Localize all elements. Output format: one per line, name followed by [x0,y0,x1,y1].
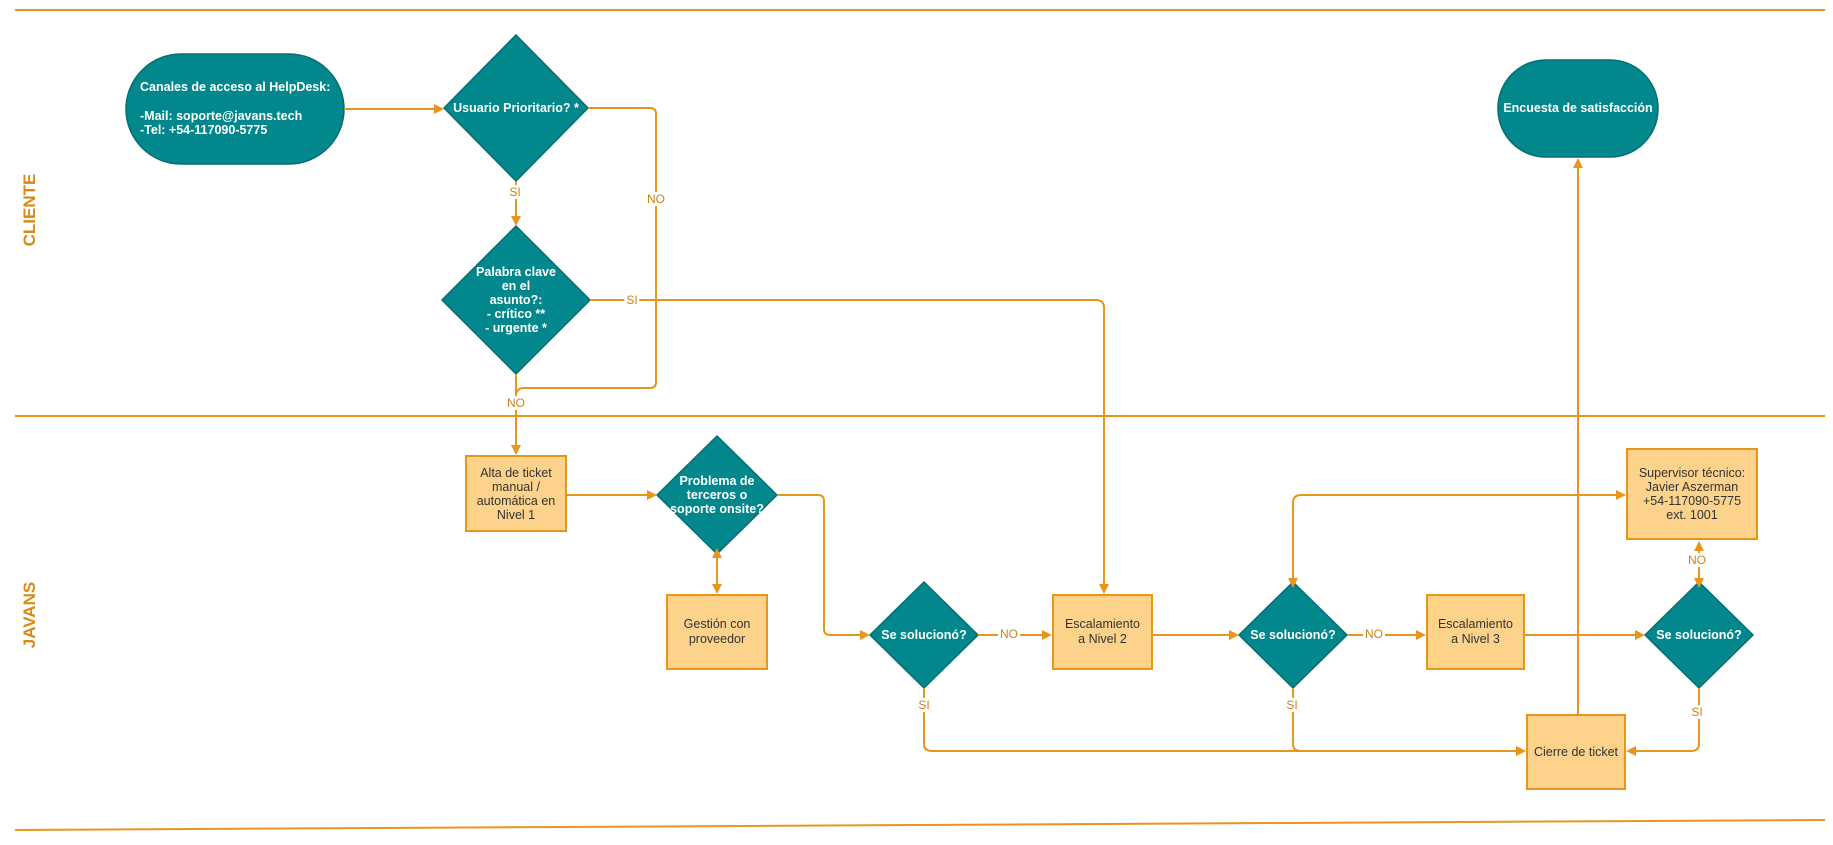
canales-tel: -Tel: +54-117090-5775 [140,123,268,138]
edge-sol3-si [1626,688,1700,756]
node-gestion-proveedor: Gestión con proveedor [666,594,768,670]
node-alta-ticket: Alta de ticket manual / automática en Ni… [465,455,567,532]
edge-problema-to-sol1 [777,494,870,640]
edge-label-no-sol1: NO [998,627,1020,641]
lane-bottom-line [14,819,1826,831]
canales-title: Canales de acceso al HelpDesk: [140,80,331,95]
node-supervisor: Supervisor técnico: Javier Aszerman +54-… [1626,448,1758,540]
edge-label-si-palabra: SI [624,293,640,307]
edge-label-no-palabra: NO [505,396,527,410]
node-cierre: Cierre de ticket [1526,714,1626,790]
edge-sol2-to-supervisor [1288,490,1626,588]
node-se-soluciono-1: Se solucionó? [881,627,967,642]
edge-sol1-si [923,688,1526,756]
node-se-soluciono-3: Se solucionó? [1656,627,1742,642]
node-escalamiento-3: Escalamiento a Nivel 3 [1426,594,1525,670]
edge-label-si-sol1: SI [916,698,932,712]
edge-sol2-si [1292,688,1526,756]
node-encuesta-shape [1497,59,1659,158]
edge-palabra-si [590,299,1109,594]
node-usuario-prioritario: Usuario Prioritario? * [453,100,579,115]
node-canales: Canales de acceso al HelpDesk: -Mail: so… [126,54,344,164]
node-encuesta: Encuesta de satisfacción [1503,101,1653,116]
edge-label-si-sol2: SI [1284,698,1300,712]
lane-label-cliente: CLIENTE [20,173,39,247]
lane-label-javans: JAVANS [20,581,39,649]
edge-label-no-prioritario: NO [645,192,667,206]
edge-label-no-sol2: NO [1363,627,1385,641]
canales-mail: -Mail: soporte@javans.tech [140,108,303,123]
edge-label-no-sol3: NO [1686,553,1708,567]
node-escalamiento-2: Escalamiento a Nivel 2 [1052,594,1153,670]
edge-usuario-no [515,107,657,397]
edge-label-si-prioritario: SI [507,185,523,199]
edge-label-si-sol3: SI [1689,705,1705,719]
node-se-soluciono-2: Se solucionó? [1250,627,1336,642]
node-problema-terceros: Problema de terceros o soporte onsite? [670,474,764,516]
node-palabra-clave: Palabra clave en el asunto?: - crítico *… [476,265,556,335]
